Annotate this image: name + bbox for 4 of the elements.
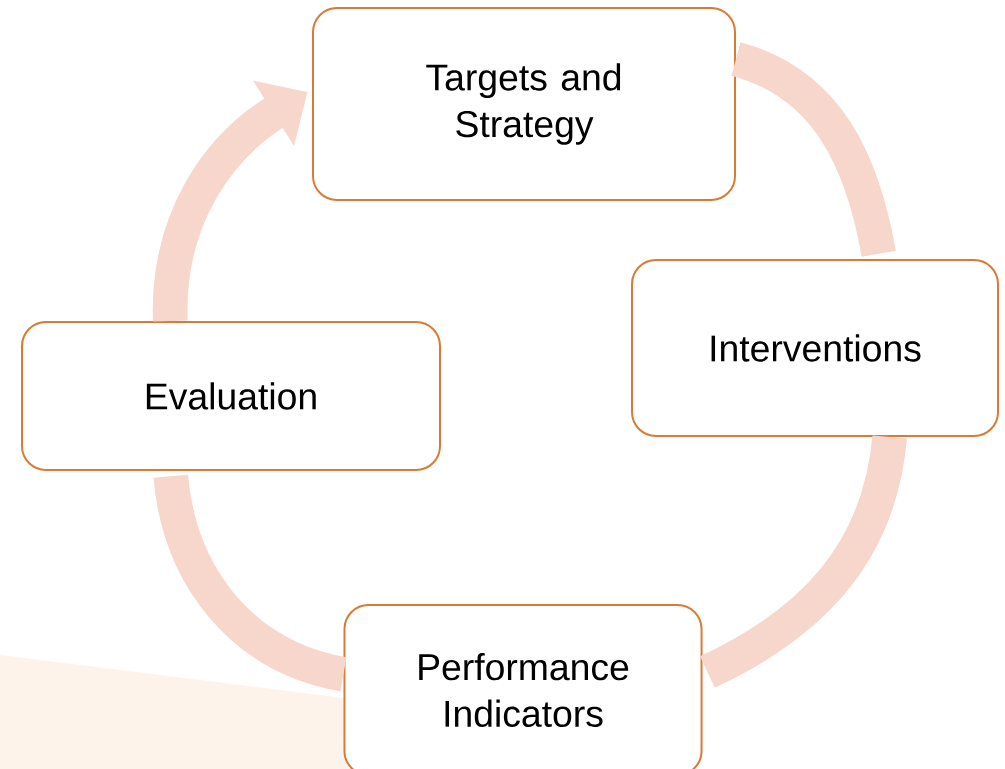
process-box: Performance Indicators <box>343 604 703 769</box>
process-box: Interventions <box>631 259 999 437</box>
process-box: Evaluation <box>21 321 441 471</box>
process-box: Targets and Strategy <box>312 7 736 201</box>
